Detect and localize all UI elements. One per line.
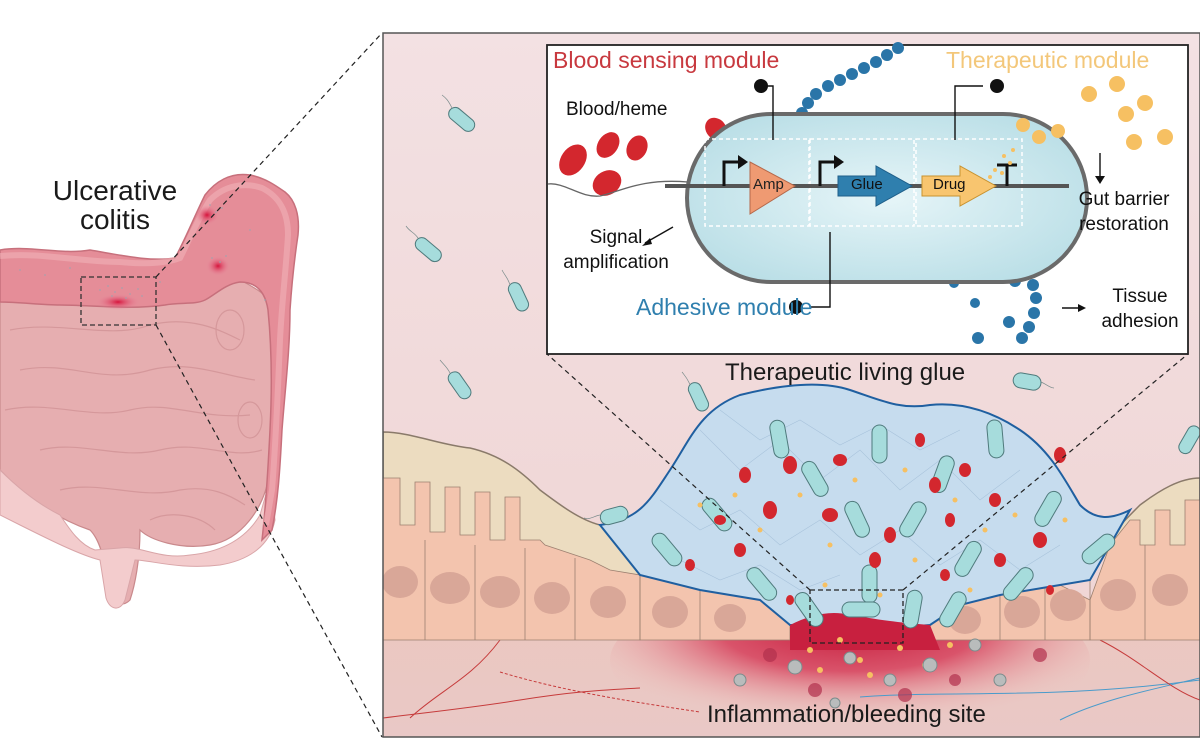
rbc-in-glue — [685, 433, 1066, 605]
cell-flagellum — [547, 180, 689, 197]
module-boxes — [704, 138, 1023, 227]
signal-line-1: Signal — [589, 227, 643, 248]
title-line-1: Ulcerative — [52, 175, 178, 206]
amp-gene — [749, 161, 796, 215]
bleeding-site-label: Inflammation/bleeding site — [707, 701, 986, 728]
main-panel-border — [382, 32, 1200, 738]
drug-particles — [697, 467, 1068, 678]
zoom-line-top — [155, 32, 383, 278]
signal-line-2: amplification — [563, 251, 669, 273]
zoom-line-bottom — [155, 324, 383, 738]
tissue-line-2: adhesion — [1101, 310, 1179, 332]
speckles — [19, 204, 266, 301]
bacteria-in-glue — [651, 419, 1116, 629]
free-bacteria — [414, 106, 1200, 526]
living-glue-label: Therapeutic living glue — [725, 359, 966, 386]
damaged-cells — [763, 648, 1047, 702]
amp-label: Amp — [753, 176, 784, 193]
drug-label: Drug — [933, 176, 966, 193]
blood-vessels — [383, 604, 1200, 721]
therapeutic-module-label: Therapeutic module — [946, 47, 1150, 73]
lower-intestine — [0, 469, 276, 609]
tissue-adhesion-label: Tissue adhesion — [1090, 285, 1190, 334]
gut-line-1: Gut barrier — [1078, 189, 1170, 210]
colon-zoom-box — [80, 276, 157, 326]
tissue-line-1: Tissue — [1112, 286, 1168, 307]
drug-gene — [921, 165, 998, 207]
left-title: Ulcerative colitis — [30, 176, 200, 235]
blood-heme-label: Blood/heme — [566, 99, 668, 120]
title-line-2: colitis — [79, 204, 150, 236]
blood-sensing-module-label: Blood sensing module — [553, 47, 780, 73]
callout-dot — [754, 79, 768, 93]
immune-cells — [733, 638, 1007, 709]
callout-dot — [789, 300, 803, 314]
lesion — [206, 256, 230, 276]
lesion — [195, 205, 219, 225]
therapeutic-particles — [988, 76, 1173, 179]
gut-barrier-label: Gut barrier restoration — [1064, 188, 1184, 237]
intestine-loops — [4, 309, 263, 531]
inset-diagram — [546, 42, 1189, 355]
inset-zoom-line-right — [902, 353, 1189, 591]
glue-gene — [837, 165, 914, 207]
colon-highlight — [0, 182, 292, 526]
terminator-icon — [997, 163, 1017, 186]
lesion — [96, 294, 140, 310]
flagella — [405, 94, 1055, 519]
gut-line-2: restoration — [1079, 213, 1169, 235]
nuclei — [383, 566, 1188, 634]
arrow-head-icon — [1095, 176, 1105, 184]
promoter-arrow-icon — [834, 155, 844, 169]
adhesive-module-label: Adhesive module — [636, 294, 813, 320]
arrow-head-icon — [1078, 304, 1086, 312]
red-blood-cells — [559, 117, 768, 196]
wound — [790, 613, 940, 650]
colon-illustration — [0, 173, 300, 609]
arrow-head-icon — [642, 238, 652, 246]
wound-zoom-box — [809, 589, 904, 644]
callout-dot — [990, 79, 1004, 93]
inset-zoom-line-left — [546, 353, 811, 591]
glue-label: Glue — [851, 176, 883, 193]
promoter-arrow-icon — [738, 155, 748, 169]
signal-amplification-label: Signal amplification — [556, 226, 676, 275]
cell-borders — [424, 540, 1146, 640]
promoters — [722, 160, 836, 186]
